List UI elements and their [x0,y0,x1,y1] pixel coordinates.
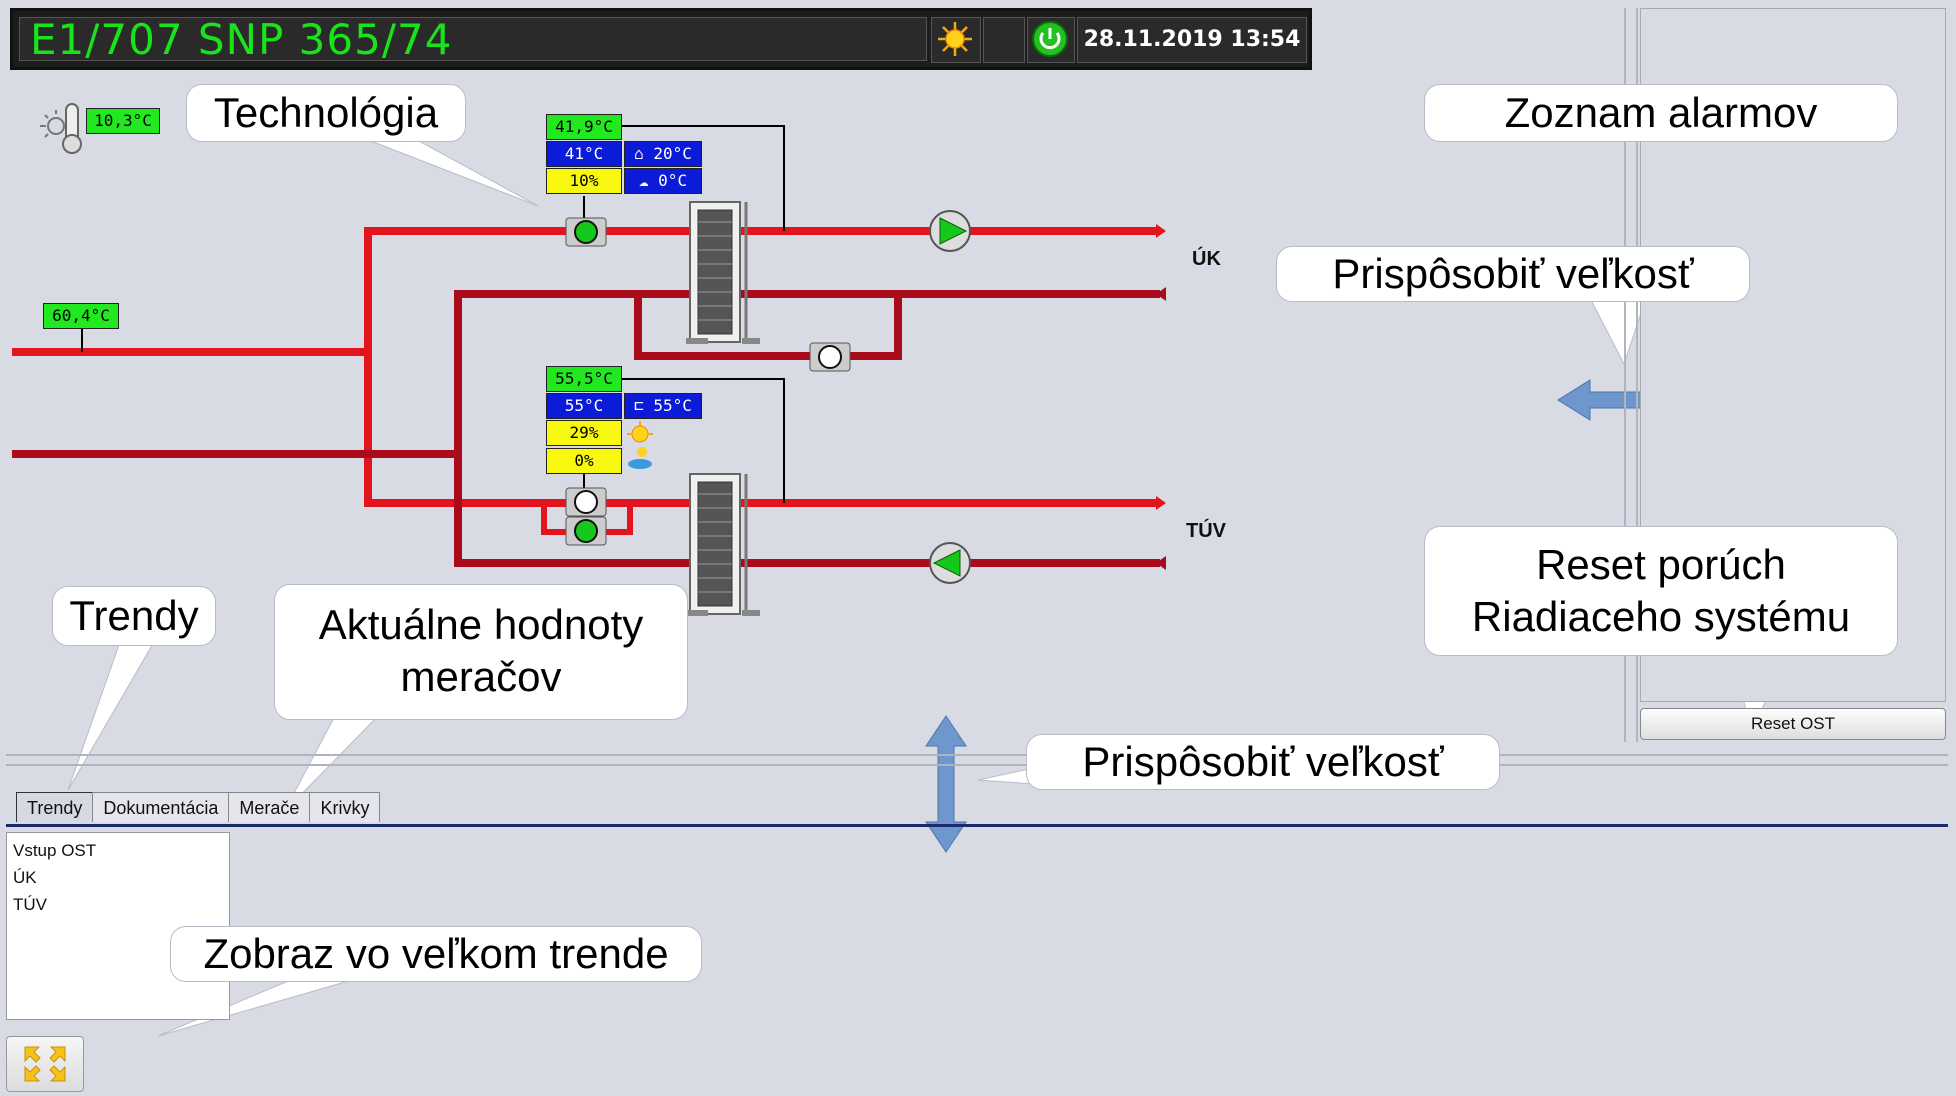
callout-reset-poruch: Reset porúch Riadiaceho systému [1424,526,1898,656]
uk-bypass-pipe [634,294,902,360]
tab-trendy[interactable]: Trendy [16,792,94,822]
header-bar: E1/707 SNP 365/74 28.11.2019 13:54 [10,8,1312,70]
tuv-label: TÚV [1186,520,1226,542]
uk-room-temp-tag: ⌂ 20°C [624,141,702,167]
callout-aktualne-hodnoty: Aktuálne hodnoty meračov [274,584,688,720]
tuv-valve-top[interactable] [565,487,607,517]
callout-reset-line2: Riadiaceho systému [1471,593,1851,640]
callout-prisposobit-vertical: Prispôsobiť veľkosť [1276,246,1750,302]
reset-ost-button[interactable]: Reset OST [1640,708,1946,740]
power-icon[interactable] [1027,17,1075,63]
thermometer-icon [40,103,82,154]
uk-outdoor-temp-tag: ☁ 0°C [624,168,702,194]
station-title: E1/707 SNP 365/74 [19,17,927,62]
expand-icon [24,1046,66,1082]
uk-valve-opening-tag: 10% [546,168,622,194]
callout-aktualne-line2: meračov [400,653,562,700]
tuv-tank-temp-tag: ⊏ 55°C [624,393,702,419]
tank-icon: ⊏ [634,396,654,415]
tuv-supply-temp-tag: 55,5°C [546,366,622,392]
tab-divider [6,824,1948,827]
empty-indicator [983,17,1025,63]
callout-prisposobit-horizontal: Prispôsobiť veľkosť [1026,734,1500,790]
outdoor-temp-tag: 10,3°C [86,108,160,134]
callout-aktualne-line1: Aktuálne hodnoty [318,601,644,648]
uk-return-pipe [12,290,1160,458]
weather-icon: ☁ [638,171,659,190]
uk-heat-exchanger [686,201,760,344]
vertical-splitter[interactable] [1624,8,1638,742]
tuv-setpoint-tag[interactable]: 55°C [546,393,622,419]
horizontal-splitter[interactable] [6,754,1948,766]
tuv-supply-pipe [364,352,1160,507]
uk-supply-pipe [12,227,1160,356]
list-item[interactable]: ÚK [13,868,37,887]
tuv-valve-bottom[interactable] [565,516,607,546]
callout-trendy: Trendy [52,586,216,646]
tuv-pump[interactable] [929,542,971,584]
inlet-temp-tag: 60,4°C [43,303,119,329]
callout-technologia: Technológia [186,84,466,142]
house-icon: ⌂ [634,144,654,163]
uk-valve[interactable] [565,217,607,247]
tuv-sun-icon [627,421,653,443]
uk-supply-temp-tag: 41,9°C [546,114,622,140]
expand-trend-button[interactable] [6,1036,84,1092]
uk-pump[interactable] [929,210,971,252]
tuv-heat-exchanger [686,473,760,616]
tab-krivky[interactable]: Krivky [309,792,381,822]
sun-icon [931,17,981,63]
tuv-valve-opening-2-tag: 0% [546,448,622,474]
trend-list[interactable]: Vstup OST ÚK TÚV [6,832,230,1020]
callout-reset-line1: Reset porúch [1536,541,1786,588]
list-item[interactable]: Vstup OST [13,841,97,860]
vertical-resize-arrow [925,715,967,853]
uk-bypass-valve[interactable] [809,342,851,372]
bottom-tabs: Trendy Dokumentácia Merače Krivky [16,792,381,822]
tab-merace[interactable]: Merače [228,792,311,822]
tuv-island-icon [628,447,652,469]
uk-label: ÚK [1192,248,1221,270]
tab-dokumentacia[interactable]: Dokumentácia [92,792,230,822]
callout-zoznam-alarmov: Zoznam alarmov [1424,84,1898,142]
callout-zobraz-velky-trend: Zobraz vo veľkom trende [170,926,702,982]
tuv-valve-opening-1-tag: 29% [546,420,622,446]
tuv-return-pipe [454,454,1160,567]
datetime-display: 28.11.2019 13:54 [1077,17,1307,63]
list-item[interactable]: TÚV [13,895,47,914]
uk-setpoint-tag[interactable]: 41°C [546,141,622,167]
